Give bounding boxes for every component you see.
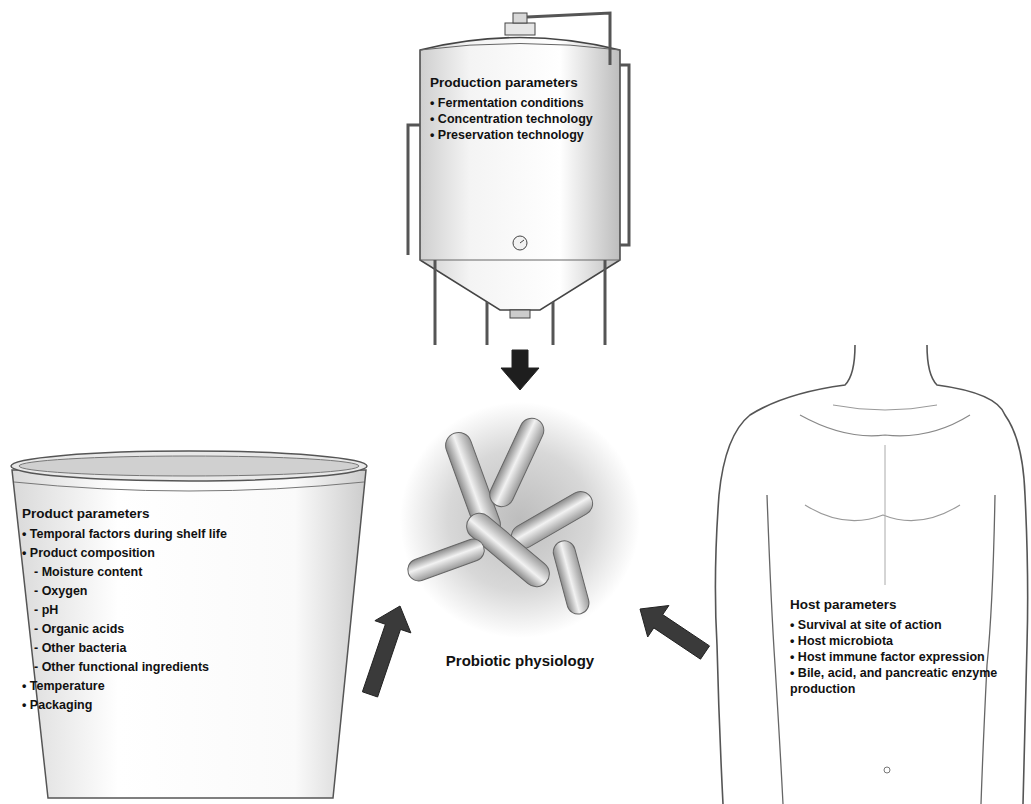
section-heading: Product parameters — [22, 506, 368, 522]
section-heading: Host parameters — [790, 597, 1016, 613]
list-item: • Temperature — [22, 678, 368, 694]
list-item: - Other functional ingredients — [22, 659, 368, 675]
list-item: - pH — [22, 602, 368, 618]
list-item: - Oxygen — [22, 583, 368, 599]
host-torso-drawing — [705, 345, 1031, 804]
list-item: • Host microbiota — [790, 633, 1016, 649]
list-item: • Product composition — [22, 545, 368, 561]
list-item: • Bile, acid, and pancreatic enzyme prod… — [790, 665, 1016, 697]
text-block: Probiotic physiology — [400, 652, 640, 670]
list-item: • Host immune factor expression — [790, 649, 1016, 665]
probiotic-cell-drawing — [400, 390, 640, 640]
arrow-shape — [501, 350, 539, 390]
list-item: • Packaging — [22, 697, 368, 713]
text-block: Production parameters • Fermentation cond… — [430, 75, 610, 143]
list-item: - Moisture content — [22, 564, 368, 580]
fermenter-tank: Production parameters • Fermentation cond… — [405, 5, 635, 350]
list-item: • Fermentation conditions — [430, 95, 610, 111]
list-item: • Concentration technology — [430, 111, 610, 127]
block-arrow — [640, 606, 710, 660]
list-item: - Organic acids — [22, 621, 368, 637]
block-arrow — [362, 606, 411, 697]
list-item: • Temporal factors during shelf life — [22, 526, 368, 542]
list-item: - Other bacteria — [22, 640, 368, 656]
arrow-shape — [640, 606, 710, 660]
section-heading: Production parameters — [430, 75, 610, 91]
list-item: • Survival at site of action — [790, 617, 1016, 633]
arrow-shape — [362, 606, 411, 697]
text-block: Product parameters • Temporal factors dur… — [22, 506, 368, 716]
probiotic-cell: Probiotic physiology — [400, 390, 640, 690]
text-block: Host parameters • Survival at site of act… — [790, 597, 1016, 697]
list-item: • Preservation technology — [430, 127, 610, 143]
block-arrow — [501, 350, 539, 390]
fermenter-tank-drawing — [405, 5, 635, 350]
center-label: Probiotic physiology — [400, 652, 640, 670]
product-cup: Product parameters • Temporal factors dur… — [8, 448, 370, 800]
host-torso: Host parameters • Survival at site of act… — [705, 345, 1031, 804]
